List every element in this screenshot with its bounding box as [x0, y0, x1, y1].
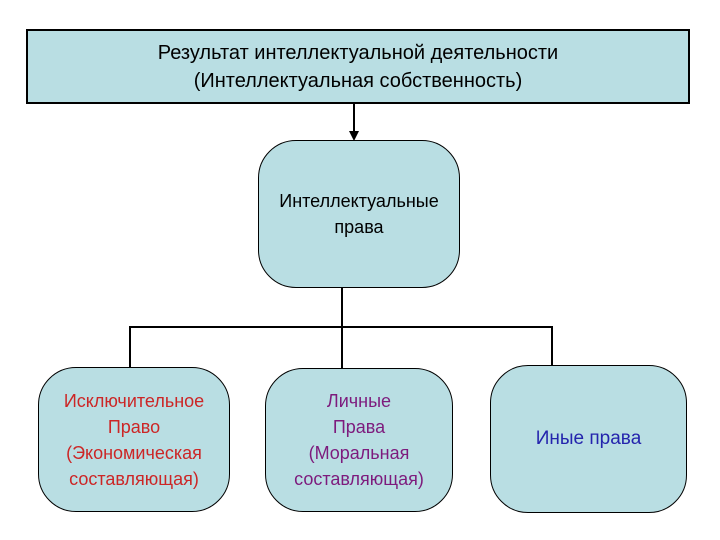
node-intellectual-rights-text: Интеллектуальные права — [279, 191, 439, 237]
node-exclusive-right-text: Исключительное Право (Экономическая сост… — [63, 390, 205, 489]
node-exclusive-right: Исключительное Право (Экономическая сост… — [38, 367, 230, 512]
node-other-rights-text: Иные права — [535, 428, 642, 449]
node-other-rights: Иные права — [490, 365, 687, 513]
node-intellectual-rights: Интеллектуальные права — [258, 140, 460, 288]
title-box-text: Результат интеллектуальной деятельности … — [157, 41, 559, 92]
node-personal-rights: Личные Права (Моральная составляющая) — [265, 368, 453, 512]
node-personal-rights-text: Личные Права (Моральная составляющая) — [294, 391, 424, 489]
title-box: Результат интеллектуальной деятельности … — [26, 29, 690, 104]
